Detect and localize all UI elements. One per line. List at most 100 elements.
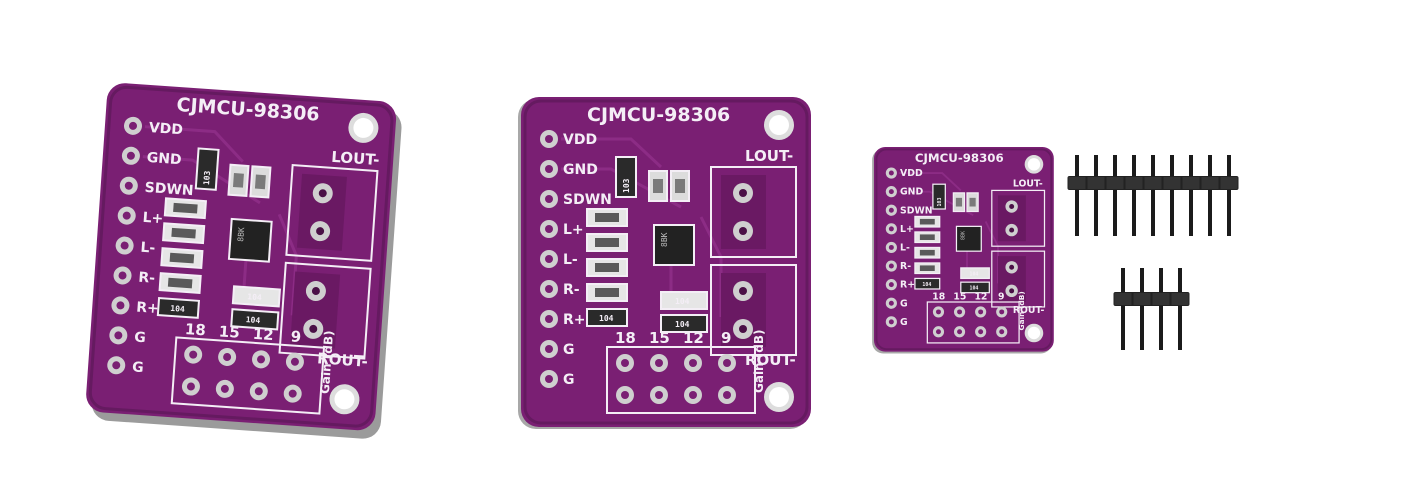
board-title: CJMCU-98306 bbox=[587, 104, 730, 126]
header-pin bbox=[1121, 268, 1125, 350]
header-pin bbox=[1151, 155, 1155, 236]
rout-label: ROUT- bbox=[317, 349, 369, 370]
pin-label: GND bbox=[146, 150, 182, 168]
pin-label: G bbox=[134, 329, 147, 346]
gain-value: 15 bbox=[953, 292, 966, 303]
pin-label: SDWN bbox=[900, 205, 932, 216]
lout-label: LOUT- bbox=[1013, 179, 1043, 190]
board-medium: CJMCU-98306 VDD GND SDWN L+ L- R- R+ G G… bbox=[518, 95, 813, 429]
board-small-labels: CJMCU-98306 VDD GND SDWN L+ L- R- R+ G G… bbox=[900, 151, 1044, 331]
header-pin bbox=[1170, 155, 1174, 236]
pin-label: L- bbox=[900, 243, 910, 254]
gain-value: 12 bbox=[252, 325, 274, 344]
board-large-labels: CJMCU-98306 VDD GND SDWN L+ L- R- R+ G G… bbox=[132, 94, 380, 395]
header-pin bbox=[1189, 155, 1193, 236]
chip-marking: 8BK bbox=[961, 231, 967, 240]
pin-label: L+ bbox=[900, 224, 914, 235]
pin-label: VDD bbox=[900, 168, 923, 179]
resistor-code: 103 bbox=[622, 178, 631, 193]
resistor-code: 104 bbox=[170, 304, 185, 314]
header-pin bbox=[1094, 155, 1098, 236]
pin-label: VDD bbox=[563, 132, 597, 148]
header-pin bbox=[1178, 268, 1182, 350]
gain-value: 15 bbox=[218, 322, 240, 341]
board-small: CJMCU-98306 VDD GND SDWN L+ L- R- R+ G G… bbox=[872, 146, 1055, 354]
rout-label: ROUT- bbox=[745, 351, 796, 369]
pin-label: R+ bbox=[563, 312, 586, 328]
pin-label: GND bbox=[563, 162, 598, 178]
gain-value: 9 bbox=[290, 327, 302, 346]
resistor-code: 104 bbox=[969, 271, 978, 277]
header-segment bbox=[1106, 177, 1124, 189]
board-medium-labels: CJMCU-98306 VDD GND SDWN L+ L- R- R+ G G… bbox=[563, 104, 796, 393]
pin-label: L- bbox=[140, 240, 156, 257]
pin-label: VDD bbox=[148, 120, 183, 138]
resistor-code: 104 bbox=[675, 320, 690, 329]
header-segment bbox=[1144, 177, 1162, 189]
chip-marking: 8BK bbox=[236, 227, 246, 242]
pin-header-short bbox=[1113, 268, 1190, 350]
lout-label: LOUT- bbox=[331, 148, 380, 169]
header-body bbox=[1113, 292, 1190, 306]
pin-label: G bbox=[900, 317, 908, 328]
pin-label: L+ bbox=[563, 222, 584, 238]
gain-label: Gain (dB) bbox=[1017, 291, 1026, 330]
gain-label: Gain (dB) bbox=[752, 330, 766, 394]
resistor-code: 103 bbox=[937, 198, 943, 207]
gain-value: 12 bbox=[683, 329, 704, 347]
header-pin bbox=[1075, 155, 1079, 236]
header-pin bbox=[1113, 155, 1117, 236]
header-segment bbox=[1068, 177, 1086, 189]
resistor-code: 104 bbox=[247, 292, 262, 302]
header-segment bbox=[1133, 293, 1151, 305]
gain-value: 18 bbox=[932, 292, 945, 303]
gain-value: 9 bbox=[998, 292, 1004, 303]
pin-label: R+ bbox=[136, 300, 160, 318]
resistor-code: 104 bbox=[969, 286, 978, 292]
board-title: CJMCU-98306 bbox=[915, 151, 1004, 165]
pin-label: L- bbox=[563, 252, 578, 268]
chip-marking: 8BK bbox=[660, 232, 669, 247]
lout-label: LOUT- bbox=[745, 147, 793, 165]
header-segment bbox=[1171, 293, 1189, 305]
resistor-code: 104 bbox=[922, 282, 931, 288]
header-pin bbox=[1140, 268, 1144, 350]
header-segment bbox=[1182, 177, 1200, 189]
header-segment bbox=[1201, 177, 1219, 189]
pin-label: R- bbox=[138, 270, 156, 287]
pin-label: R- bbox=[563, 282, 580, 298]
gain-value: 18 bbox=[615, 329, 636, 347]
header-segment bbox=[1125, 177, 1143, 189]
gain-value: 15 bbox=[649, 329, 670, 347]
pin-label: SDWN bbox=[563, 192, 612, 208]
header-pin bbox=[1132, 155, 1136, 236]
pin-label: G bbox=[563, 372, 575, 388]
pin-label: SDWN bbox=[144, 180, 194, 199]
header-segment bbox=[1114, 293, 1132, 305]
resistor-code: 104 bbox=[245, 315, 260, 325]
pin-label: R- bbox=[900, 261, 911, 272]
gain-label: Gain (dB) bbox=[318, 330, 336, 394]
header-pin bbox=[1159, 268, 1163, 350]
board-large: CJMCU-98306 VDD GND SDWN L+ L- R- R+ G G… bbox=[83, 80, 402, 439]
gain-value: 18 bbox=[184, 320, 206, 339]
header-segment bbox=[1087, 177, 1105, 189]
pin-label: G bbox=[563, 342, 575, 358]
gain-value: 12 bbox=[974, 292, 987, 303]
pin-label: L+ bbox=[142, 210, 164, 227]
header-pin bbox=[1208, 155, 1212, 236]
rout-label: ROUT- bbox=[1013, 305, 1045, 316]
header-segment bbox=[1163, 177, 1181, 189]
pin-label: G bbox=[132, 359, 145, 376]
pin-label: GND bbox=[900, 187, 923, 198]
resistor-code: 104 bbox=[675, 297, 690, 306]
pin-label: G bbox=[900, 298, 908, 309]
gain-value: 9 bbox=[721, 329, 731, 347]
header-segment bbox=[1152, 293, 1170, 305]
header-segment bbox=[1220, 177, 1238, 189]
resistor-code: 103 bbox=[202, 170, 212, 185]
pin-label: R+ bbox=[900, 280, 915, 291]
header-pin bbox=[1227, 155, 1231, 236]
pin-header-long bbox=[1067, 155, 1239, 236]
